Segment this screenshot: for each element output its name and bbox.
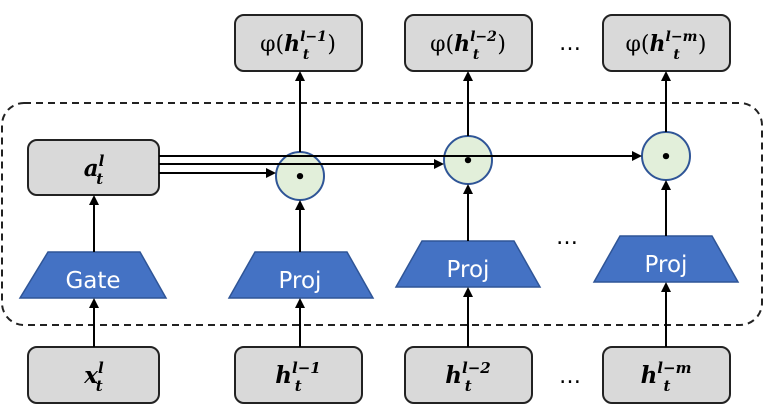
svg-text:alt: alt	[84, 152, 105, 188]
svg-text:φ(hl−1t): φ(hl−1t)	[260, 29, 336, 63]
svg-text:Proj: Proj	[645, 252, 688, 278]
svg-text:Proj: Proj	[447, 257, 490, 283]
proj-block-2: Proj	[394, 240, 542, 288]
svg-text:Proj: Proj	[279, 268, 322, 294]
ellipsis-middle: …	[556, 225, 578, 250]
svg-text:•: •	[660, 147, 672, 168]
svg-text:φ(hl−mt): φ(hl−mt)	[626, 29, 707, 63]
ellipsis-bottom: …	[559, 364, 581, 389]
gate-block: Gate	[18, 251, 168, 299]
ellipsis-top: …	[559, 31, 581, 56]
svg-text:φ(hl−2t): φ(hl−2t)	[430, 29, 506, 63]
proj-block-1: Proj	[227, 251, 375, 299]
svg-text:hl−1t: hl−1t	[275, 359, 320, 395]
multiply-node-3: •	[641, 131, 691, 181]
svg-text:xlt: xlt	[83, 359, 104, 395]
svg-text:Gate: Gate	[65, 268, 120, 294]
proj-block-3: Proj	[592, 235, 740, 283]
svg-text:•: •	[462, 151, 474, 172]
svg-text:hl−2t: hl−2t	[445, 359, 490, 395]
multiply-node-1: •	[275, 151, 325, 201]
svg-text:•: •	[294, 167, 306, 188]
svg-text:hl−mt: hl−mt	[641, 359, 692, 395]
multiply-node-2: •	[443, 135, 493, 185]
layer-container	[1, 102, 763, 326]
